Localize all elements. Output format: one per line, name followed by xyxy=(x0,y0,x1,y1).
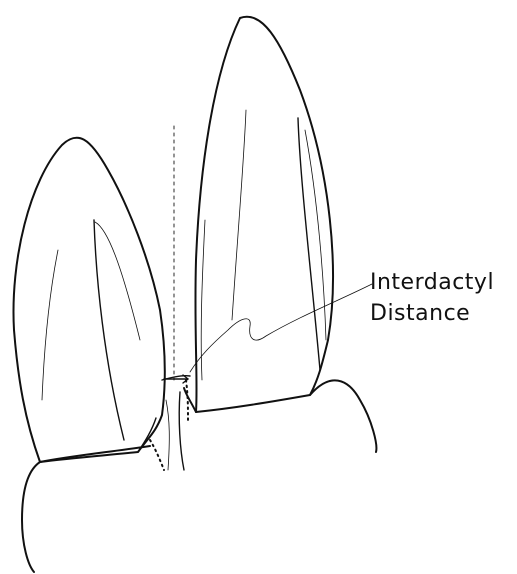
annotation-label-line2: Distance xyxy=(370,301,470,326)
left-pad xyxy=(13,138,164,462)
right-digit-base xyxy=(184,380,376,452)
right-pad xyxy=(195,17,333,412)
leader-line xyxy=(190,284,372,372)
annotation-label-line1: Interdactyl xyxy=(370,270,494,295)
left-digit-base xyxy=(22,418,156,572)
